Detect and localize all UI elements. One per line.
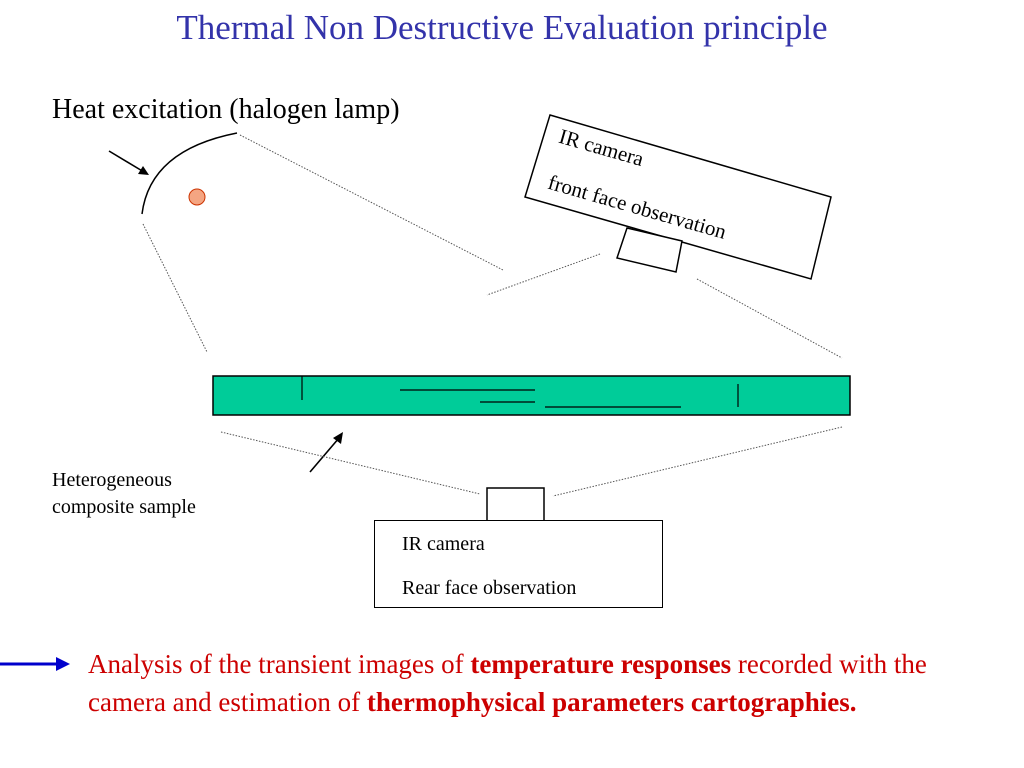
heat-excitation-label: Heat excitation (halogen lamp) [52,94,400,125]
page-title: Thermal Non Destructive Evaluation princ… [176,8,828,47]
rear-camera-view-left [220,431,481,495]
front-camera-view-left [486,253,601,296]
rear-camera-subtitle: Rear face observation [402,577,577,599]
conclusion-part1: Analysis of the transient images of [88,649,471,679]
front-camera-view-right [696,278,843,359]
lamp-beam-lower [142,223,208,353]
lamp-pointer-arrow [108,150,145,173]
rear-camera-view-right [552,426,843,497]
rear-ir-camera-body: IR camera Rear face observation [374,520,663,608]
conclusion-bold1: temperature responses [470,649,732,679]
halogen-lamp-bulb [188,188,206,206]
conclusion-bold2: thermophysical parameters cartographies. [366,687,857,717]
conclusion-part2: recorded with the camera and estimation … [88,649,927,717]
front-camera-lens [616,227,683,273]
conclusion-text: Analysis of the transient images of temp… [88,645,988,721]
sample-label: Heterogeneous composite sample [52,467,196,521]
sample-pointer-arrowhead [333,432,343,444]
conclusion-arrowhead [56,657,70,671]
lamp-pointer-arrowhead [138,166,149,175]
front-ir-camera [524,114,832,280]
rear-camera-lens [486,487,545,522]
lamp-beam-upper [239,134,504,271]
sample-label-line1: Heterogeneous [52,469,172,491]
sample-label-line2: composite sample [52,496,196,518]
halogen-lamp-reflector [141,132,238,215]
front-camera-body [524,114,832,280]
composite-sample-slab [212,375,851,416]
rear-camera-title: IR camera [402,533,485,555]
sample-pointer-arrow [309,437,340,473]
